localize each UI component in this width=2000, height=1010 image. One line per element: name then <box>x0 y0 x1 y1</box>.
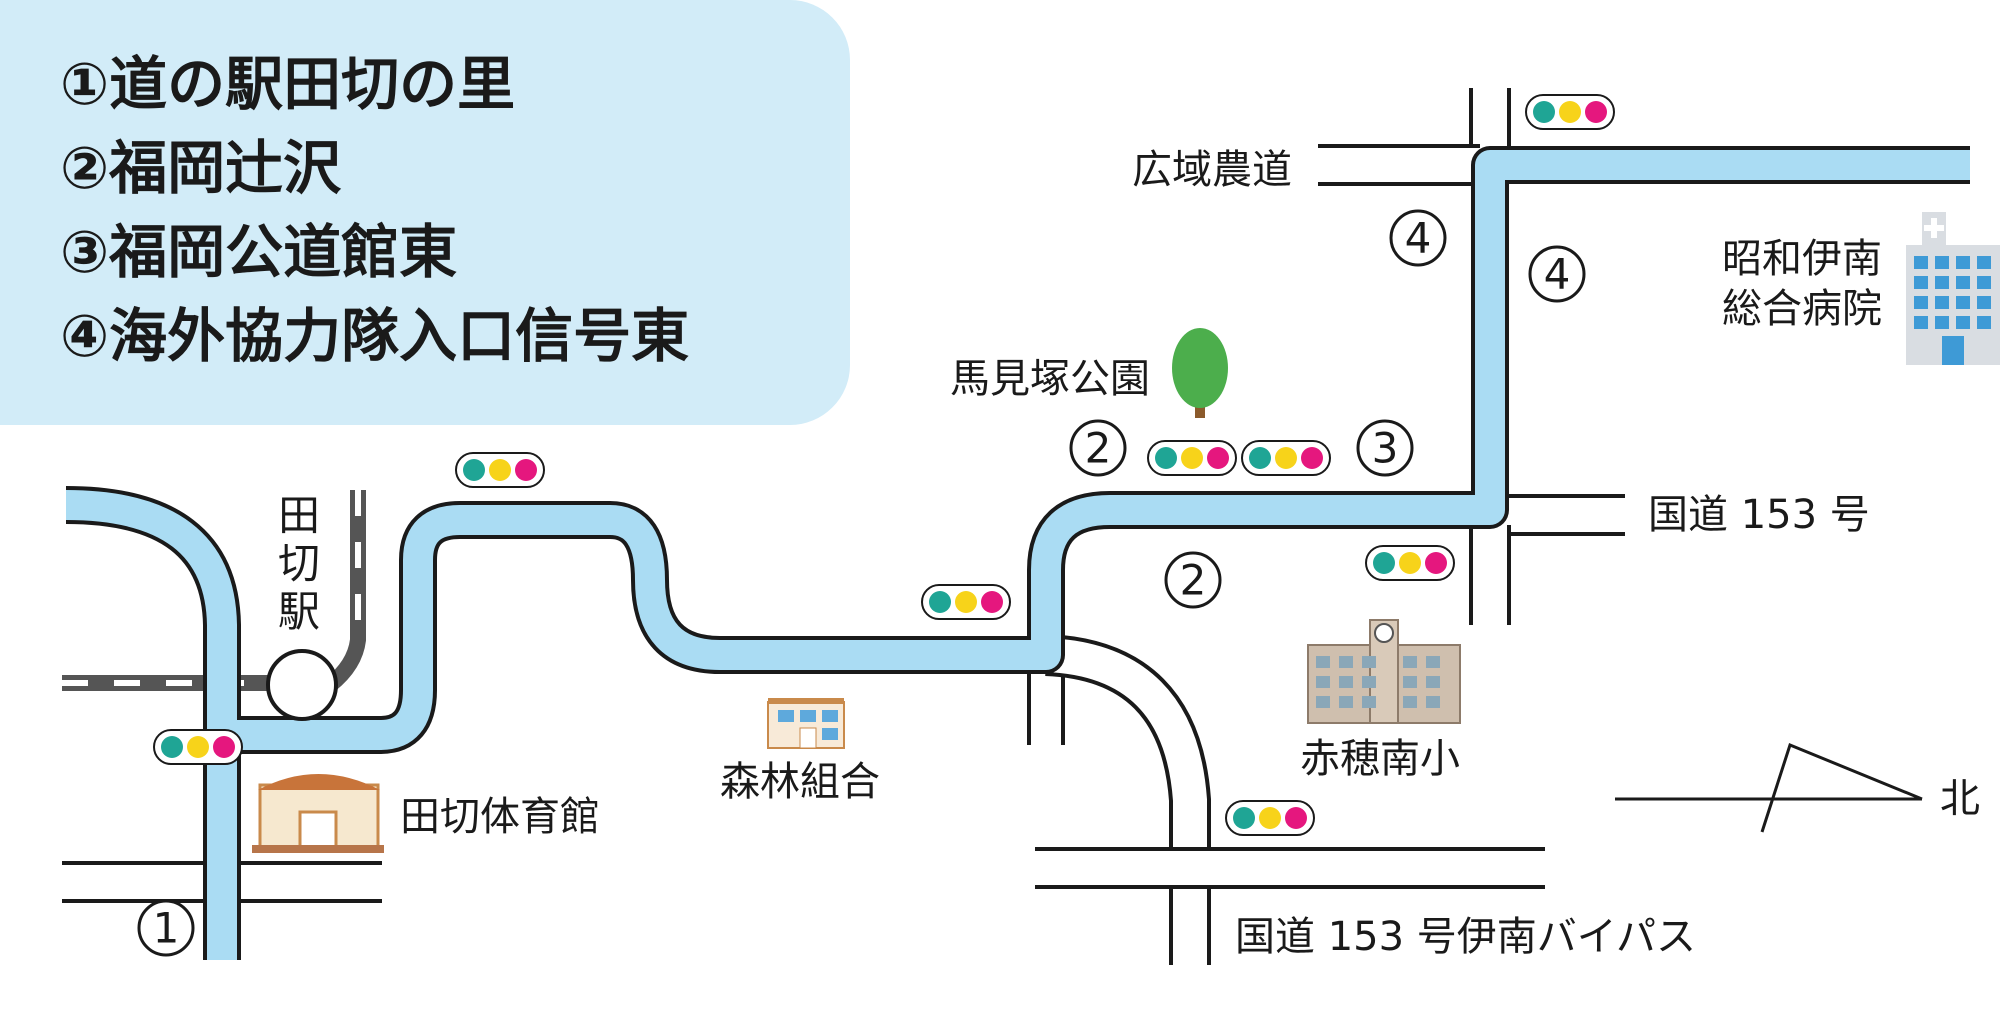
hospital-label: 昭和伊南 総合病院 <box>1722 236 1895 332</box>
stop-marker-3: 3 <box>1372 424 1399 473</box>
stop-marker-1: 1 <box>153 904 180 953</box>
stop-marker-4b: 4 <box>1544 250 1571 299</box>
traffic-signal-icon <box>1241 440 1331 476</box>
compass-north-label: 北 <box>1940 776 1980 822</box>
tagiri-gym-label: 田切体育館 <box>400 794 600 840</box>
akaho-elementary-label: 赤穂南小 <box>1300 736 1460 782</box>
bypass-label: 国道 153 号伊南バイパス <box>1235 914 1696 960</box>
station-icon <box>266 649 338 721</box>
gym-building-icon <box>252 774 384 853</box>
traffic-signal-icon <box>1225 800 1315 836</box>
farm-road-label: 広域農道 <box>1132 147 1292 193</box>
legend-panel: ①道の駅田切の里 ②福岡辻沢 ③福岡公道館東 ④海外協力隊入口信号東 <box>0 0 850 425</box>
legend-list: ①道の駅田切の里 ②福岡辻沢 ③福岡公道館東 ④海外協力隊入口信号東 <box>60 42 689 378</box>
legend-item-2: ②福岡辻沢 <box>60 134 342 202</box>
recommended-route <box>65 146 1970 960</box>
compass <box>1615 742 1923 833</box>
forest-union-building-icon <box>767 698 845 749</box>
stop-marker-2b: 2 <box>1180 556 1207 605</box>
traffic-signal-icon <box>455 452 545 488</box>
traffic-signal-icon <box>153 729 243 765</box>
mamizuka-park-label: 馬見塚公園 <box>950 356 1150 402</box>
stop-marker-2a: 2 <box>1085 424 1112 473</box>
traffic-signal-icon <box>1147 440 1237 476</box>
school-building-icon <box>1307 619 1461 724</box>
traffic-signal-icon <box>921 584 1011 620</box>
traffic-signals <box>153 94 1615 836</box>
hospital-building-icon <box>1906 212 2000 365</box>
traffic-signal-icon <box>1365 545 1455 581</box>
tagiri-station-label: 田 切 駅 <box>278 491 333 636</box>
legend-item-3: ③福岡公道館東 <box>60 218 458 286</box>
traffic-signal-icon <box>1525 94 1615 130</box>
tree-icon <box>1172 328 1228 418</box>
legend-item-4: ④海外協力隊入口信号東 <box>60 302 690 370</box>
stop-markers <box>137 209 1586 957</box>
forest-union-label: 森林組合 <box>720 759 880 805</box>
legend-item-1: ①道の駅田切の里 <box>60 50 516 118</box>
route153-label: 国道 153 号 <box>1648 492 1870 538</box>
stop-marker-4a: 4 <box>1405 214 1432 263</box>
